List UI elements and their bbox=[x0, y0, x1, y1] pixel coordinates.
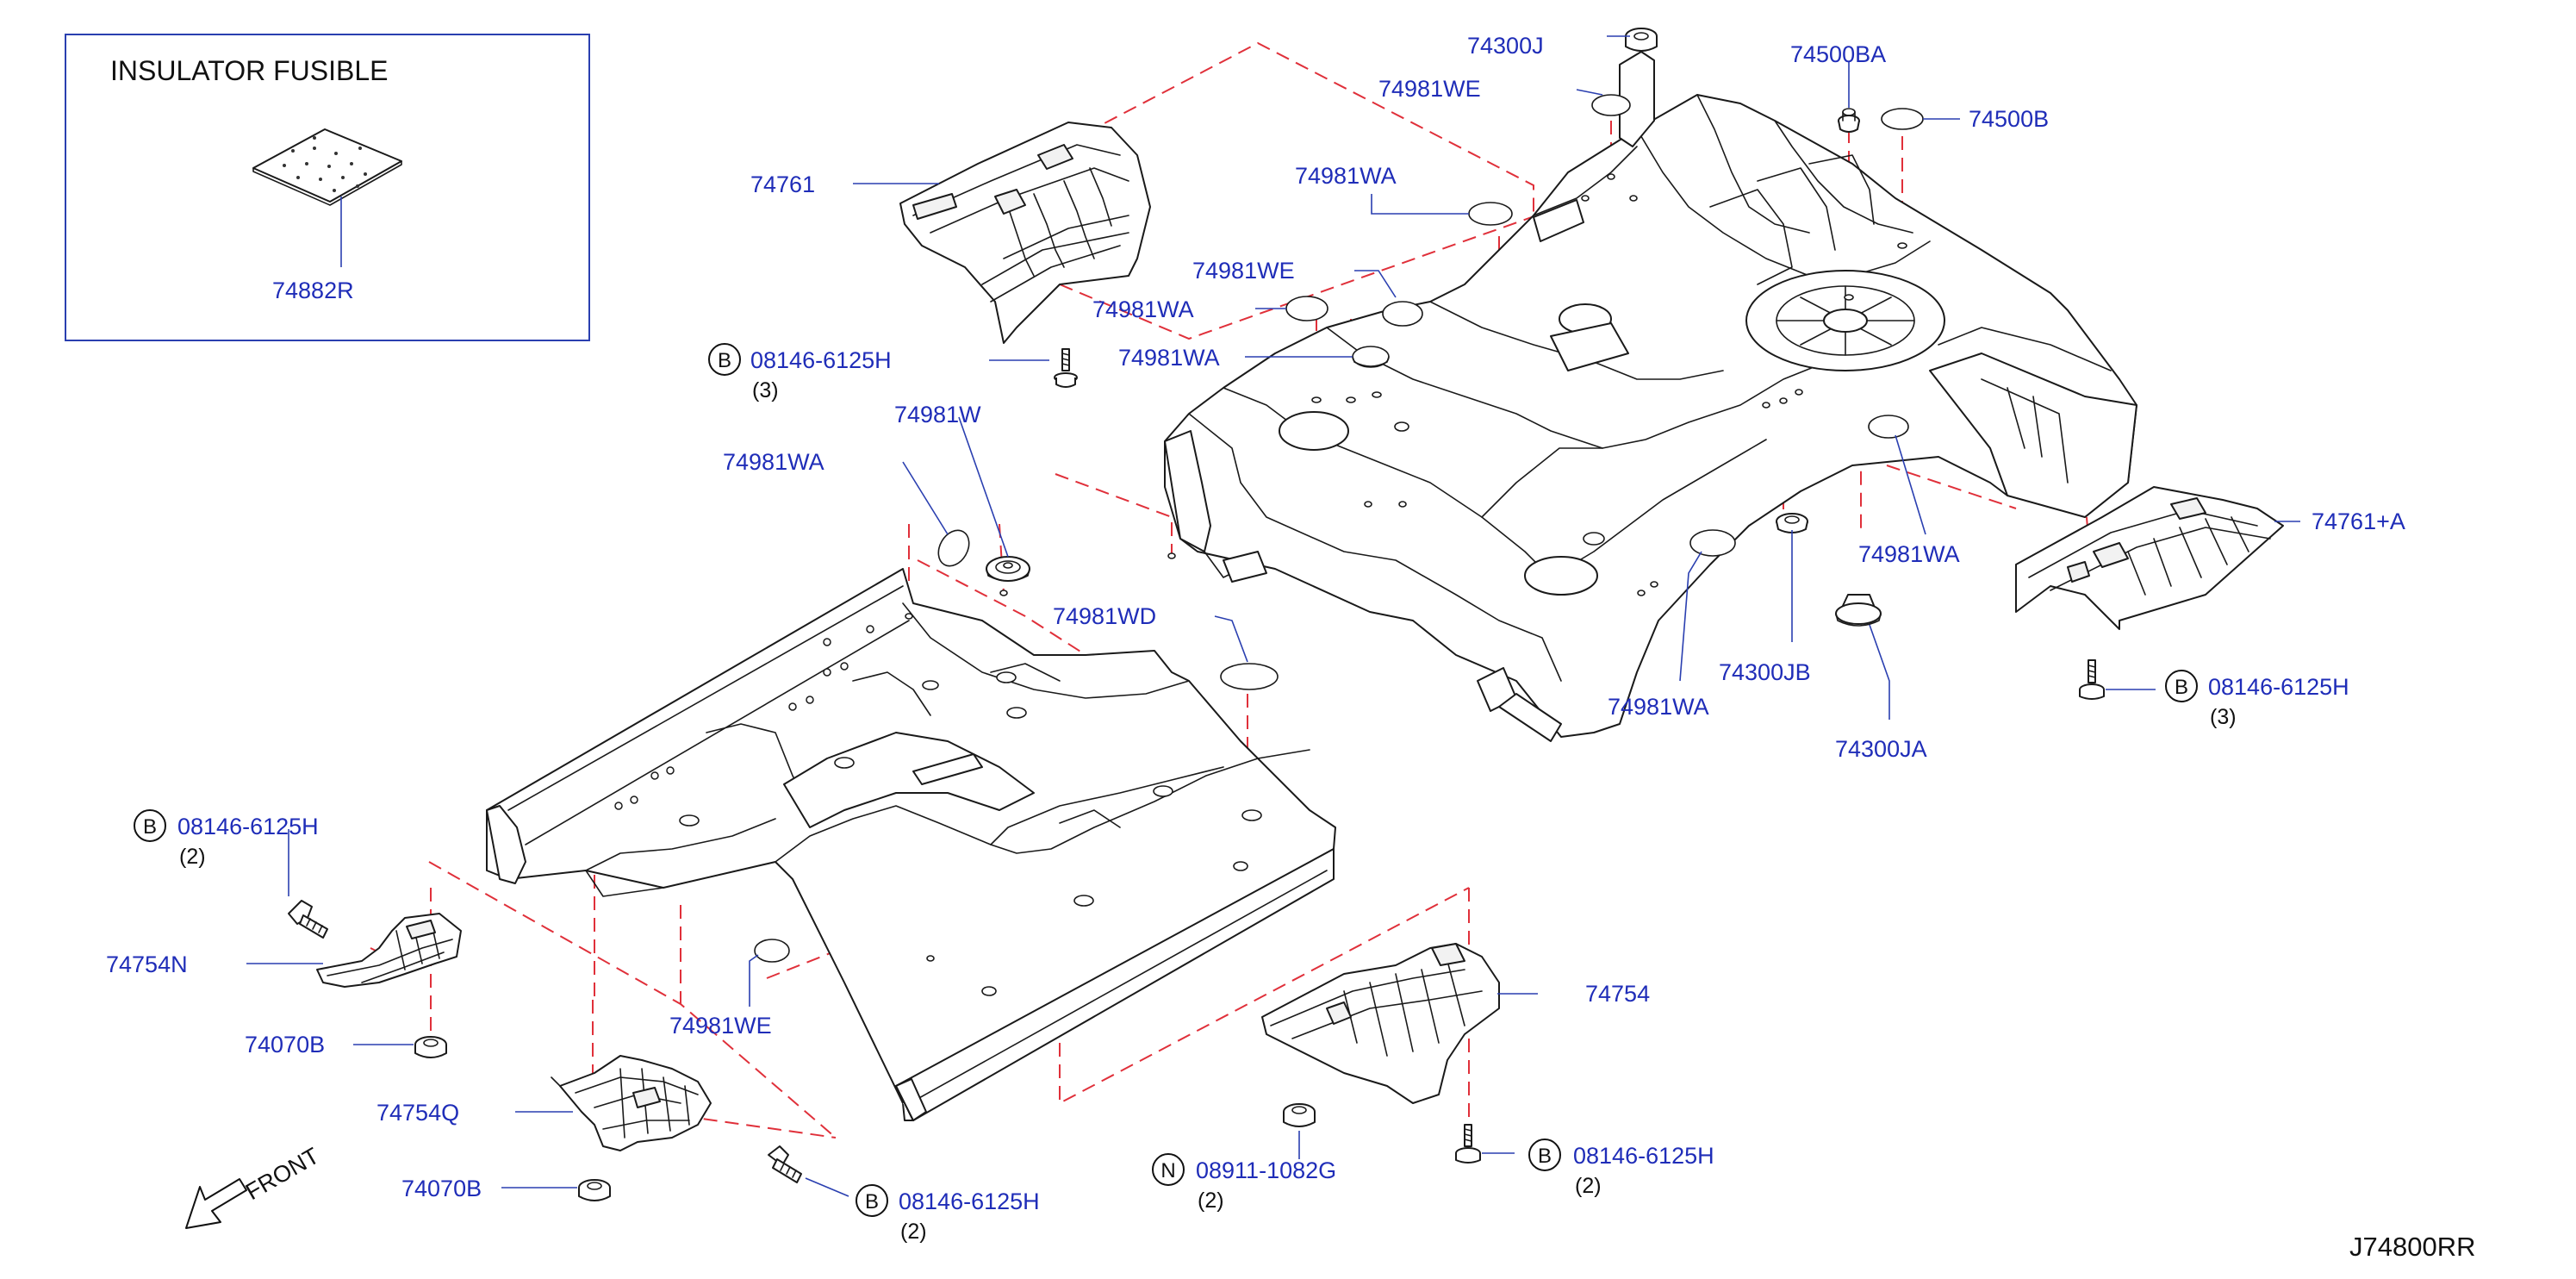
bolt-top-left[interactable] bbox=[1054, 348, 1078, 388]
plug-74981WA-mid1[interactable] bbox=[1285, 296, 1328, 321]
diagram-id: J74800RR bbox=[2349, 1232, 2475, 1262]
bolt-code-bottom-center: B bbox=[865, 1190, 879, 1213]
nut-code: N bbox=[1160, 1159, 1175, 1182]
bolt-code-right: B bbox=[2175, 676, 2188, 699]
label-74754Q[interactable]: 74754Q bbox=[376, 1100, 459, 1126]
label-74981W[interactable]: 74981W bbox=[894, 402, 981, 427]
grommet-74300JB[interactable] bbox=[1776, 513, 1808, 533]
nut-code-circle bbox=[1152, 1153, 1185, 1186]
nut-08911-1082G[interactable] bbox=[1283, 1103, 1316, 1127]
label-74981WE-mid[interactable]: 74981WE bbox=[1192, 258, 1295, 284]
label-nut-08911-1082G[interactable]: 08911-1082G bbox=[1196, 1157, 1336, 1183]
inset-box: INSULATOR FUSIBLE 74882R bbox=[65, 34, 590, 341]
label-74754[interactable]: 74754 bbox=[1585, 981, 1650, 1007]
bolt-code-circle-right bbox=[2165, 670, 2198, 702]
leader-lines bbox=[246, 35, 2300, 1197]
heat-insulator-74754Q[interactable] bbox=[551, 1055, 712, 1151]
bolt-bottom-right[interactable] bbox=[1455, 1124, 1481, 1164]
plug-74981WA-right[interactable] bbox=[1868, 415, 1909, 439]
plug-74981WA-mid2[interactable] bbox=[1352, 346, 1390, 368]
bolt-bottom-center[interactable] bbox=[768, 1145, 802, 1183]
label-74981WA-top[interactable]: 74981WA bbox=[1295, 163, 1397, 189]
qty-nut: (2) bbox=[1198, 1189, 1224, 1213]
grommet-74981W[interactable] bbox=[986, 556, 1030, 582]
label-bolt-right[interactable]: 08146-6125H bbox=[2208, 674, 2349, 700]
inset-title: INSULATOR FUSIBLE bbox=[110, 55, 388, 86]
bolt-right[interactable] bbox=[2079, 659, 2105, 700]
label-74300JB[interactable]: 74300JB bbox=[1719, 659, 1811, 685]
bolt-code-left: B bbox=[143, 815, 157, 839]
qty-bolt-right: (3) bbox=[2210, 705, 2237, 729]
bolt-left[interactable] bbox=[288, 900, 328, 939]
front-direction-indicator: FRONT bbox=[185, 1143, 324, 1229]
label-74070B-1[interactable]: 74070B bbox=[245, 1032, 325, 1058]
front-label: FRONT bbox=[241, 1143, 324, 1205]
bolt-code-bottom-right: B bbox=[1538, 1145, 1552, 1168]
bolt-code-circle-bottom-right bbox=[1528, 1139, 1561, 1171]
clip-74300JA[interactable] bbox=[1835, 594, 1882, 627]
label-74070B-2[interactable]: 74070B bbox=[401, 1176, 482, 1201]
bolt-code-circle-bottom-center bbox=[856, 1184, 888, 1217]
qty-bolt-bottom-center: (2) bbox=[900, 1220, 927, 1244]
label-74500BA[interactable]: 74500BA bbox=[1790, 41, 1886, 67]
label-74981WD[interactable]: 74981WD bbox=[1053, 603, 1156, 629]
label-74981WA-left[interactable]: 74981WA bbox=[723, 449, 824, 475]
plug-74981WE-mid[interactable] bbox=[1382, 301, 1423, 327]
heat-insulator-74754N[interactable] bbox=[316, 913, 462, 988]
bolt-code-circle-left bbox=[134, 809, 166, 842]
plug-74981WD[interactable] bbox=[1220, 663, 1279, 690]
label-74981WE-top[interactable]: 74981WE bbox=[1378, 76, 1481, 102]
plug-74981WE-top[interactable] bbox=[1591, 94, 1631, 116]
label-74500B[interactable]: 74500B bbox=[1969, 106, 2049, 132]
label-74754N[interactable]: 74754N bbox=[106, 951, 188, 977]
label-bolt-bottom-right[interactable]: 08146-6125H bbox=[1573, 1143, 1714, 1169]
bolt-code-top-left: B bbox=[718, 349, 731, 372]
label-74761-A[interactable]: 74761+A bbox=[2312, 508, 2405, 534]
label-74981WA-right[interactable]: 74981WA bbox=[1858, 541, 1960, 567]
bolt-code-circle-top-left bbox=[708, 343, 741, 376]
qty-bolt-top-left: (3) bbox=[752, 378, 779, 402]
part-labels: 74300J 74500BA 74500B 74981WE 74981WA 74… bbox=[106, 33, 2405, 1244]
label-74761[interactable]: 74761 bbox=[750, 172, 815, 197]
rear-floor-panel bbox=[1164, 51, 2137, 742]
label-bolt-left[interactable]: 08146-6125H bbox=[177, 814, 319, 839]
grommet-74300J[interactable] bbox=[1625, 28, 1658, 52]
label-74981WA-mid1[interactable]: 74981WA bbox=[1092, 296, 1194, 322]
heat-insulator-74761[interactable] bbox=[899, 122, 1151, 344]
insulator-fusible-pad[interactable] bbox=[252, 128, 402, 206]
label-74300J[interactable]: 74300J bbox=[1467, 33, 1544, 59]
label-74981WA-bottom[interactable]: 74981WA bbox=[1608, 694, 1709, 720]
heat-insulator-74754[interactable] bbox=[1261, 943, 1500, 1104]
nut-74070B-2[interactable] bbox=[578, 1179, 611, 1201]
plug-74981WA-bottom[interactable] bbox=[1689, 529, 1736, 557]
plug-74981WA-left[interactable] bbox=[932, 525, 975, 571]
nut-74070B-1[interactable] bbox=[414, 1036, 447, 1058]
label-74981WE-low[interactable]: 74981WE bbox=[669, 1013, 772, 1039]
label-74981WA-mid2[interactable]: 74981WA bbox=[1118, 345, 1220, 371]
front-floor-panel bbox=[486, 552, 1336, 1121]
plug-74981WE-low[interactable] bbox=[754, 939, 790, 963]
qty-bolt-bottom-right: (2) bbox=[1575, 1174, 1602, 1198]
label-74300JA[interactable]: 74300JA bbox=[1835, 736, 1927, 762]
label-bolt-bottom-center[interactable]: 08146-6125H bbox=[899, 1189, 1040, 1214]
front-arrow-icon bbox=[185, 1178, 247, 1229]
label-74882R[interactable]: 74882R bbox=[272, 278, 354, 303]
plug-74981WA-top[interactable] bbox=[1468, 202, 1513, 226]
qty-bolt-left: (2) bbox=[179, 845, 206, 869]
heat-insulator-74761-A[interactable] bbox=[2015, 486, 2284, 630]
plug-74500B[interactable] bbox=[1881, 108, 1924, 130]
plug-74500BA[interactable] bbox=[1838, 108, 1860, 133]
label-bolt-top-left[interactable]: 08146-6125H bbox=[750, 347, 892, 373]
